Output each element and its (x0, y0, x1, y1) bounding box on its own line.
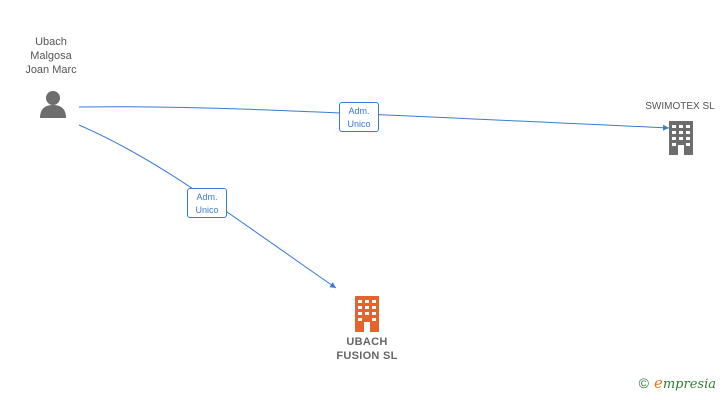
ubach-fusion-building-icon[interactable] (352, 296, 382, 332)
edge-line-to-swimotex (78, 106, 670, 131)
ubach-fusion-name-label[interactable]: UBACH FUSION SL (336, 336, 398, 362)
brand-logo: empresia (653, 374, 716, 392)
swimotex-name-label[interactable]: SWIMOTEX SL (645, 101, 715, 112)
empresia-watermark[interactable]: © empresia (639, 374, 716, 392)
edge-label-to-ubach-fusion[interactable]: Adm. Unico (187, 188, 227, 218)
copyright-icon: © (638, 375, 649, 391)
swimotex-building-icon[interactable] (667, 121, 695, 155)
person-icon[interactable] (38, 89, 68, 119)
person-name-label[interactable]: Ubach Malgosa Joan Marc (25, 36, 77, 76)
edge-label-to-swimotex[interactable]: Adm. Unico (339, 102, 379, 132)
